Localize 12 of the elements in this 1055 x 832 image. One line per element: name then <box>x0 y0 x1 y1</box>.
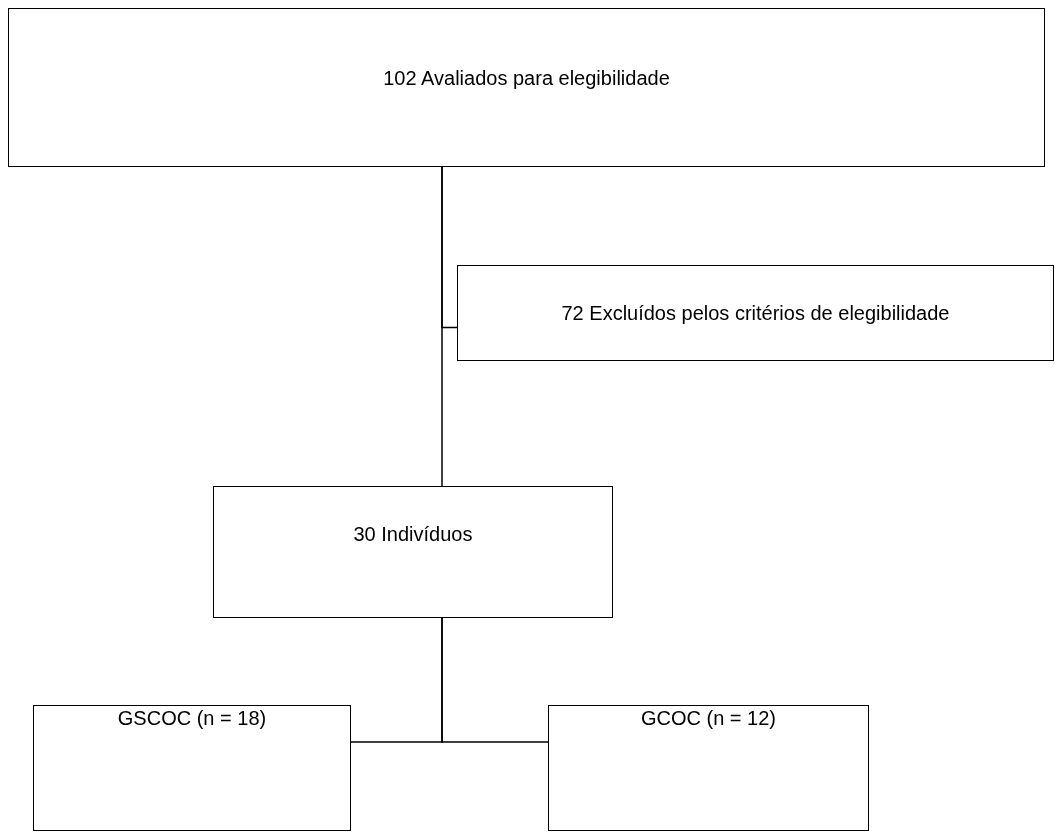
box-label: GSCOC (n = 18) <box>117 706 267 730</box>
box-label: 72 Excluídos pelos critérios de elegibilidade <box>561 301 950 325</box>
connector-line <box>441 617 549 743</box>
process-box <box>33 705 351 831</box>
connector-line <box>441 166 458 329</box>
box-label: 30 Indivíduos <box>353 522 473 546</box>
box-label: GCOC (n = 12) <box>640 706 776 730</box>
process-box <box>548 705 869 831</box>
process-box <box>457 265 1054 361</box>
box-label: 102 Avaliados para elegibilidade <box>383 65 670 90</box>
process-box <box>213 486 613 618</box>
process-box <box>8 8 1045 167</box>
